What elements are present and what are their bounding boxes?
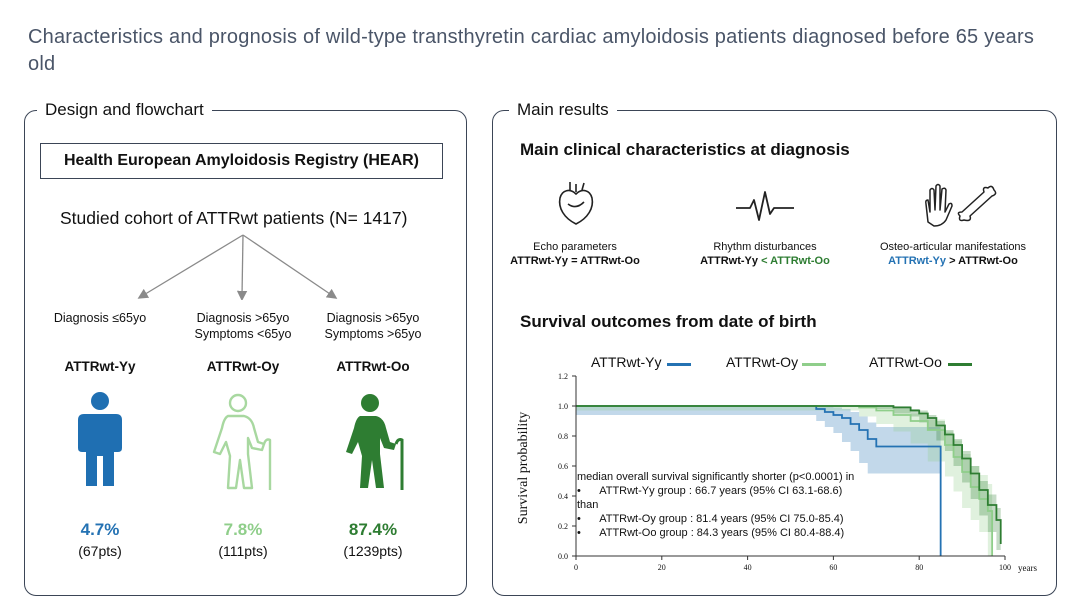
x-tick-label: 40 [744, 563, 752, 572]
y-tick-label: 0.2 [558, 522, 568, 531]
survival-heading: Survival outcomes from date of birth [520, 312, 817, 331]
arrow-oo [242, 234, 338, 299]
y-tick-label: 0.6 [558, 462, 568, 471]
km-line-attrwt-oy [576, 405, 994, 556]
km-line-attrwt-yy [576, 405, 942, 556]
legend-oo-swatch [948, 363, 972, 366]
survival-note: median overall survival significantly sh… [577, 471, 855, 539]
cohort-label: Studied cohort of ATTRwt patients (N= 14… [60, 208, 408, 228]
pct-oo: 87.4% [348, 520, 398, 539]
arrow-oy [236, 234, 248, 300]
group-name-oy: ATTRwt-Oy [206, 359, 280, 374]
y-tick-label: 1.0 [558, 402, 568, 411]
y-tick-label: 0.0 [558, 552, 568, 561]
panel-label-design: Design and flowchart [37, 100, 212, 120]
legend-yy-label: ATTRwt-Yy [591, 354, 662, 370]
design-flowchart-panel: Design and flowchart [24, 100, 467, 596]
y-tick-label: 0.8 [558, 432, 568, 441]
main-results-panel: Main results [492, 100, 1057, 596]
legend-oo-label: ATTRwt-Oo [869, 354, 942, 370]
feature-osteo: Osteo-articular manifestations ATTRwt-Yy… [879, 241, 1027, 267]
young-person-icon [78, 392, 122, 486]
x-tick-label: 80 [915, 563, 923, 572]
pts-yy: (67pts) [78, 543, 122, 559]
pct-oy: 7.8% [223, 520, 263, 539]
pts-oo: (1239pts) [343, 543, 403, 559]
elderly-person-icon [346, 394, 404, 490]
flowchart-arrows [137, 234, 338, 300]
feature-rhythm: Rhythm disturbances ATTRwt-Yy < ATTRwt-O… [700, 241, 830, 267]
hand-bone-icon [925, 183, 997, 227]
registry-box: Health European Amyloidosis Registry (HE… [40, 143, 443, 179]
pct-yy: 4.7% [80, 520, 120, 539]
legend-oy-label: ATTRwt-Oy [726, 354, 799, 370]
dx-criteria-yy: Diagnosis ≤65yo [53, 311, 147, 325]
y-tick-label: 0.4 [558, 492, 568, 501]
x-tick-label: 0 [574, 563, 578, 572]
panel-label-results: Main results [509, 100, 617, 120]
legend-yy-swatch [667, 363, 691, 366]
x-tick-label: 20 [658, 563, 666, 572]
pts-oy: (111pts) [218, 543, 268, 559]
x-axis-label: years [1018, 563, 1037, 573]
clinical-heading: Main clinical characteristics at diagnos… [520, 140, 850, 159]
y-tick-label: 1.2 [558, 372, 568, 381]
arrow-yy [137, 234, 244, 299]
group-name-yy: ATTRwt-Yy [64, 359, 136, 374]
ecg-icon [736, 191, 794, 221]
feature-echo: Echo parameters ATTRwt-Yy = ATTRwt-Oo [510, 241, 640, 267]
legend-oy-swatch [802, 363, 826, 366]
heart-icon [558, 182, 594, 225]
survival-chart: 0.0 0.2 0.4 0.6 0.8 1.0 1.2 0 20 40 60 80 100 Surviv… [516, 372, 1037, 573]
group-name-oo: ATTRwt-Oo [336, 359, 410, 374]
x-tick-label: 100 [999, 563, 1011, 572]
page-title: Characteristics and prognosis of wild-ty… [28, 26, 1035, 75]
elderly-person-outline-icon [212, 393, 272, 490]
x-tick-label: 60 [829, 563, 837, 572]
y-axis-label: Survival probability [516, 412, 531, 524]
km-line-attrwt-oo [576, 405, 1002, 544]
